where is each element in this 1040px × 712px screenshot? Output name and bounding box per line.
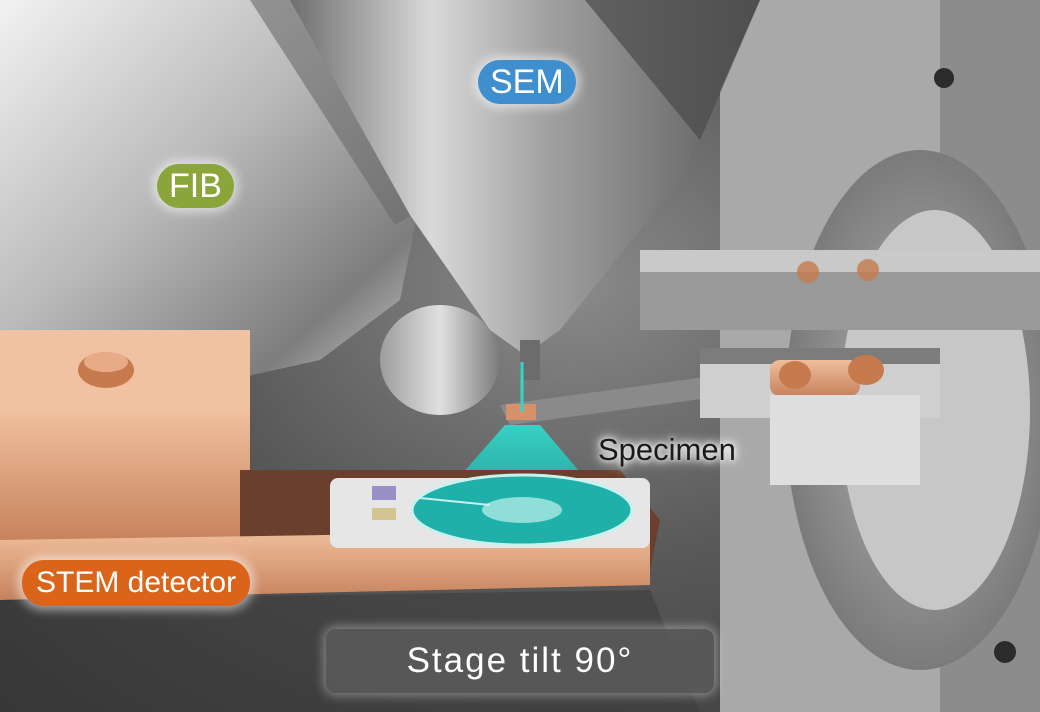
- sem-label: SEM: [478, 60, 576, 104]
- specimen-label: Specimen: [598, 432, 736, 467]
- pole-piece: [380, 305, 500, 415]
- sem-column: [290, 0, 760, 355]
- stage-tilt-caption: Stage tilt 90°: [326, 629, 714, 693]
- fib-label: FIB: [157, 164, 234, 208]
- stem-bright-field-segment: [482, 497, 562, 523]
- stem-detector-label: STEM detector: [22, 560, 251, 606]
- specimen-holder: [500, 375, 730, 425]
